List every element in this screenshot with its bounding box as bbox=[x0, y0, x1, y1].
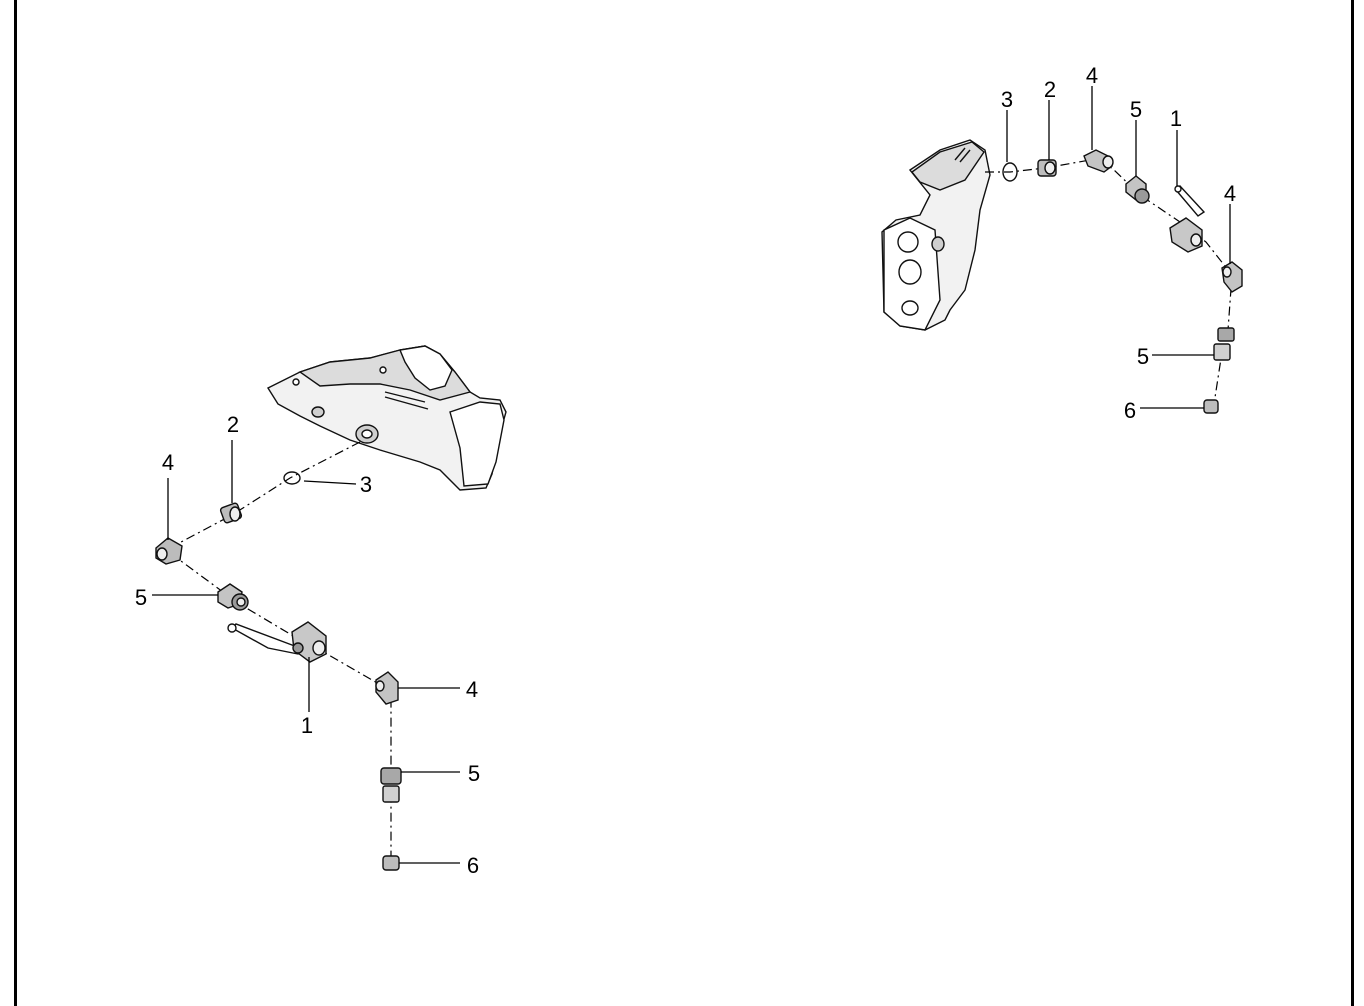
right-callout-3: 3 bbox=[1001, 87, 1013, 112]
left-callout-5-lower: 5 bbox=[468, 761, 480, 786]
right-callout-5-lower: 5 bbox=[1137, 344, 1149, 369]
left-assembly: 1 2 3 4 4 5 5 6 bbox=[135, 345, 507, 878]
left-o-ring bbox=[283, 471, 301, 485]
right-cap bbox=[1203, 399, 1219, 414]
right-o-ring bbox=[1002, 162, 1018, 182]
right-callout-5-upper: 5 bbox=[1130, 97, 1142, 122]
left-callout-3: 3 bbox=[360, 472, 372, 497]
right-housing bbox=[881, 139, 991, 331]
left-callout-2: 2 bbox=[227, 412, 239, 437]
right-callout-2: 2 bbox=[1044, 77, 1056, 102]
left-union-lower bbox=[380, 767, 402, 803]
right-callout-4-lower: 4 bbox=[1224, 181, 1236, 206]
right-plug bbox=[1037, 159, 1057, 177]
right-drain-valve bbox=[1169, 184, 1206, 253]
left-plug bbox=[219, 502, 243, 524]
sheet-frame-left bbox=[14, 0, 17, 1006]
right-callout-4-upper: 4 bbox=[1086, 63, 1098, 88]
left-elbow-lower bbox=[375, 671, 399, 705]
left-housing bbox=[266, 345, 507, 491]
right-callout-1: 1 bbox=[1170, 106, 1182, 131]
left-callout-5-upper: 5 bbox=[135, 585, 147, 610]
right-elbow-lower bbox=[1221, 261, 1243, 293]
right-elbow-upper bbox=[1083, 149, 1114, 173]
right-assembly-axis bbox=[985, 159, 1233, 405]
left-union-upper bbox=[217, 583, 249, 611]
left-callout-1: 1 bbox=[301, 713, 313, 738]
sheet-frame-right bbox=[1351, 0, 1354, 1006]
left-drain-valve bbox=[227, 621, 327, 663]
left-elbow-upper bbox=[155, 537, 183, 565]
left-callout-4-lower: 4 bbox=[466, 677, 478, 702]
right-union-upper bbox=[1125, 175, 1150, 204]
left-callout-4-upper: 4 bbox=[162, 450, 174, 475]
right-union-lower bbox=[1213, 327, 1235, 361]
left-assembly-axis bbox=[164, 441, 392, 866]
right-callout-6: 6 bbox=[1124, 398, 1136, 423]
right-assembly: 1 2 3 4 4 5 5 6 bbox=[881, 63, 1243, 423]
left-cap bbox=[382, 855, 400, 871]
left-callout-6: 6 bbox=[467, 853, 479, 878]
